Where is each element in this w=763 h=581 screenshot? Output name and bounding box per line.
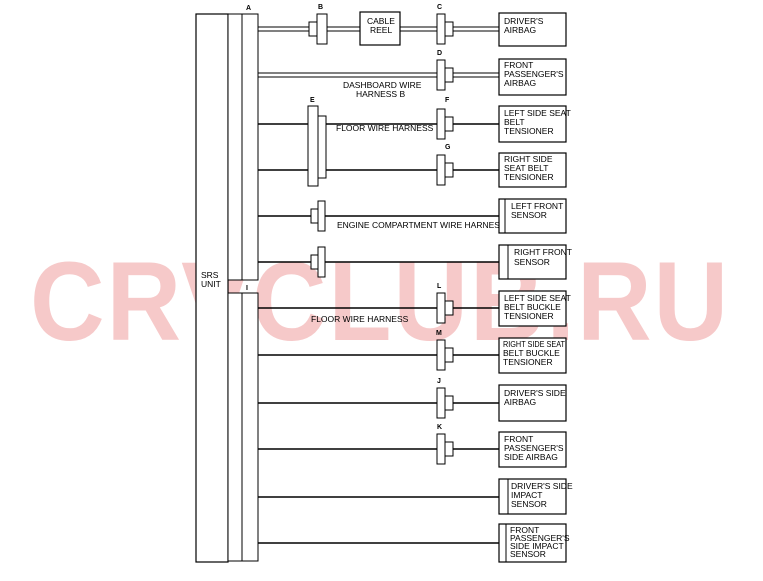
connector-c bbox=[436, 13, 454, 45]
connector-letter-k: K bbox=[437, 424, 442, 431]
component-drivers-airbag-line1: DRIVER'S bbox=[504, 16, 544, 26]
component-right-front-sensor-line2: SENSOR bbox=[514, 257, 550, 267]
component-left-buckle-tensioner-line1: LEFT SIDE SEAT bbox=[504, 293, 571, 303]
connector-letter-e: E bbox=[310, 97, 315, 104]
connector-letter-a: A bbox=[246, 5, 251, 12]
component-front-passengers-airbag-line3: AIRBAG bbox=[504, 78, 536, 88]
connector-letter-m: M bbox=[436, 330, 442, 337]
connector-d bbox=[436, 59, 454, 91]
component-right-front-sensor-line1: RIGHT FRONT bbox=[514, 247, 572, 257]
connector-i bbox=[227, 292, 243, 562]
component-right-buckle-tensioner-line3: TENSIONER bbox=[503, 357, 553, 367]
connector-b bbox=[308, 13, 328, 45]
srs-unit-label-line2: UNIT bbox=[201, 279, 221, 289]
component-front-passengers-side-impact-sensor-line2: PASSENGER'S bbox=[510, 533, 570, 543]
cable-reel-box bbox=[359, 11, 401, 46]
component-right-seat-belt-tensioner-line2: SEAT BELT bbox=[504, 163, 548, 173]
component-front-passengers-side-airbag-line1: FRONT bbox=[504, 434, 533, 444]
connector-letter-i: I bbox=[246, 285, 248, 292]
connector-letter-l: L bbox=[437, 283, 442, 290]
connector-letter-g: G bbox=[445, 144, 451, 151]
component-left-front-sensor-line2: SENSOR bbox=[511, 210, 547, 220]
component-box-left-front-sensor bbox=[498, 198, 567, 234]
component-left-seat-belt-tensioner-line2: BELT bbox=[504, 117, 525, 127]
component-front-passengers-airbag-line2: PASSENGER'S bbox=[504, 69, 564, 79]
component-boxes bbox=[498, 12, 567, 563]
connector-i-mate bbox=[241, 292, 259, 562]
harness-label-floor-lower: FLOOR WIRE HARNESS bbox=[311, 314, 409, 324]
connector-letter-c: C bbox=[437, 4, 442, 11]
component-left-seat-belt-tensioner-line3: TENSIONER bbox=[504, 126, 554, 136]
component-box-drivers-side-airbag bbox=[498, 384, 567, 422]
connector-f bbox=[436, 108, 454, 140]
connector-left-front-sensor bbox=[310, 200, 326, 232]
srs-unit-label-line1: SRS bbox=[201, 270, 219, 280]
component-drivers-side-airbag-line1: DRIVER'S SIDE bbox=[504, 388, 566, 398]
component-left-buckle-tensioner-line2: BELT BUCKLE bbox=[504, 302, 561, 312]
component-box-right-front-sensor bbox=[498, 244, 567, 280]
component-box-left-side-seat-belt-tensioner bbox=[498, 105, 567, 143]
connector-l bbox=[436, 292, 454, 324]
component-right-buckle-tensioner-line2: BELT BUCKLE bbox=[503, 348, 560, 358]
harness-label-dashboard-b-line1: DASHBOARD WIRE bbox=[343, 80, 422, 90]
component-drivers-side-impact-sensor-line2: IMPACT bbox=[511, 490, 542, 500]
watermark: CRVCLUB.RU bbox=[30, 239, 730, 364]
component-right-seat-belt-tensioner-line1: RIGHT SIDE bbox=[504, 154, 553, 164]
sensor-box-dividers bbox=[504, 199, 509, 562]
cable-reel-label-line1: CABLE bbox=[367, 16, 395, 26]
connector-g bbox=[436, 154, 454, 186]
component-front-passengers-side-impact-sensor-line3: SIDE IMPACT bbox=[510, 541, 564, 551]
component-box-front-passengers-airbag bbox=[498, 58, 567, 96]
connector-m bbox=[436, 339, 454, 371]
component-box-front-passengers-side-airbag bbox=[498, 431, 567, 468]
component-drivers-airbag-line2: AIRBAG bbox=[504, 25, 536, 35]
component-box-left-side-seat-belt-buckle-tensioner bbox=[498, 290, 567, 327]
component-box-drivers-airbag bbox=[498, 12, 567, 47]
harness-label-engine: ENGINE COMPARTMENT WIRE HARNESS bbox=[337, 220, 506, 230]
harness-label-dashboard-b-line2: HARNESS B bbox=[356, 89, 405, 99]
connector-letter-j: J bbox=[437, 378, 441, 385]
component-front-passengers-airbag-line1: FRONT bbox=[504, 60, 533, 70]
component-front-passengers-side-impact-sensor-line4: SENSOR bbox=[510, 549, 546, 559]
connector-letter-b: B bbox=[318, 4, 323, 11]
wires bbox=[258, 26, 499, 544]
connector-right-front-sensor bbox=[310, 246, 326, 278]
component-drivers-side-airbag-line2: AIRBAG bbox=[504, 397, 536, 407]
component-box-right-side-seat-belt-tensioner bbox=[498, 152, 567, 188]
connector-k bbox=[436, 433, 454, 465]
component-box-drivers-side-impact-sensor bbox=[498, 478, 567, 515]
component-box-front-passengers-side-impact-sensor bbox=[498, 523, 567, 563]
component-front-passengers-side-airbag-line2: PASSENGER'S bbox=[504, 443, 564, 453]
component-left-buckle-tensioner-line3: TENSIONER bbox=[504, 311, 554, 321]
component-left-seat-belt-tensioner-line1: LEFT SIDE SEAT bbox=[504, 108, 571, 118]
component-drivers-side-impact-sensor-line1: DRIVER'S SIDE bbox=[511, 481, 573, 491]
component-box-right-side-seat-belt-buckle-tensioner bbox=[498, 337, 567, 374]
component-right-seat-belt-tensioner-line3: TENSIONER bbox=[504, 172, 554, 182]
connector-letter-f: F bbox=[445, 97, 450, 104]
component-front-passengers-side-airbag-line3: SIDE AIRBAG bbox=[504, 452, 558, 462]
cable-reel-label-line2: REEL bbox=[370, 25, 392, 35]
srs-unit-box bbox=[195, 13, 229, 563]
harness-label-floor-upper: FLOOR WIRE HARNESS bbox=[336, 123, 434, 133]
connector-j bbox=[436, 387, 454, 419]
component-right-buckle-tensioner-line1: RIGHT SIDE SEAT bbox=[503, 339, 565, 349]
connector-e bbox=[307, 105, 327, 187]
connector-a bbox=[227, 13, 243, 281]
component-drivers-side-impact-sensor-line3: SENSOR bbox=[511, 499, 547, 509]
connector-a-mate bbox=[241, 13, 259, 281]
connector-letter-d: D bbox=[437, 50, 442, 57]
component-left-front-sensor-line1: LEFT FRONT bbox=[511, 201, 563, 211]
component-front-passengers-side-impact-sensor-line1: FRONT bbox=[510, 525, 539, 535]
